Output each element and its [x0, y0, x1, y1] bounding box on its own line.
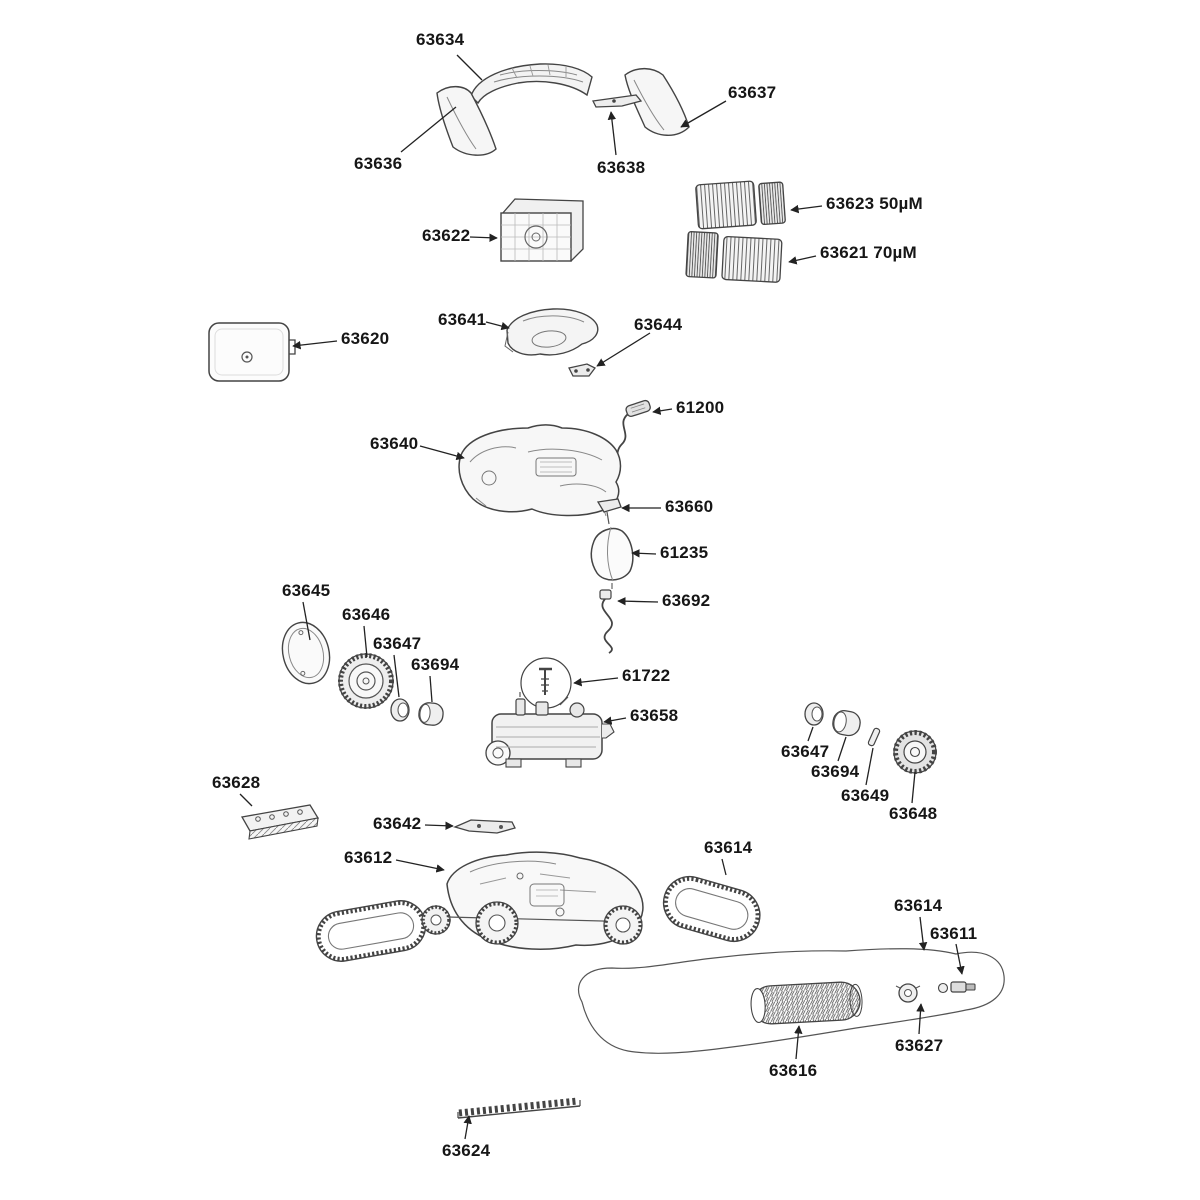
part-63642-latch-bar — [453, 819, 516, 834]
leader-line-63644 — [596, 332, 651, 367]
leader-line-63622 — [469, 233, 498, 242]
leader-line-63611 — [955, 943, 965, 975]
leader-line-63627 — [916, 1003, 925, 1035]
leader-line-63612 — [395, 859, 445, 873]
leader-line-63647 — [393, 654, 400, 698]
leader-line-63616 — [794, 1025, 803, 1060]
part-63649-pin — [867, 727, 881, 747]
leader-line-63640 — [419, 445, 465, 461]
part-63638-bracket — [592, 94, 643, 108]
part-63640-body-housing — [458, 424, 622, 517]
leader-line-63645 — [302, 601, 311, 641]
leader-line-61200 — [652, 406, 673, 415]
part-63624-rack-strip — [457, 1097, 581, 1119]
leader-line-63623 — [790, 204, 823, 214]
leader-line-63694 — [429, 675, 433, 703]
part-61722-screw — [520, 657, 572, 709]
leader-line-63658 — [603, 716, 627, 725]
leader-line-63634 — [456, 54, 483, 81]
leader-line-63641 — [485, 321, 510, 331]
part-63636-left-side-panel — [436, 85, 497, 156]
part-63648-drive-pulley — [893, 730, 937, 774]
leader-line-61235 — [631, 549, 657, 558]
part-63634-top-cover — [470, 63, 593, 105]
leader-line-63642 — [424, 821, 454, 830]
part-63645-ring-plate — [281, 621, 331, 685]
leader-line-63649 — [865, 747, 874, 786]
part-63614-track — [662, 875, 761, 943]
part-63694-sleeve-right — [832, 710, 861, 737]
part-63612-chassis-assembly — [315, 851, 644, 962]
part-63646-track-gear — [338, 653, 394, 709]
part-63621-filter-screen-70um — [685, 231, 783, 283]
leader-lines — [239, 54, 965, 1140]
part-63658-motor-unit — [485, 692, 615, 768]
part-63641-top-bracket — [504, 308, 599, 356]
part-63611-axle-bolt — [937, 981, 976, 994]
leader-line-63628 — [239, 793, 253, 807]
part-63623-filter-screen-50um — [695, 180, 786, 230]
leader-line-63621 — [788, 255, 817, 265]
leader-line-63638 — [607, 111, 617, 156]
leader-line-63647 — [807, 726, 814, 742]
part-63622-filter-basket — [500, 198, 584, 262]
part-63628-brush-strip — [240, 804, 320, 840]
leader-line-63614 — [918, 916, 928, 951]
leader-line-63637 — [680, 100, 727, 128]
part-63627-bearing — [895, 983, 921, 1003]
leader-line-63694 — [837, 736, 847, 762]
leader-line-63646 — [363, 625, 368, 658]
part-63616-brush-roller — [750, 981, 863, 1025]
part-61235-handle-float — [590, 526, 634, 589]
leader-line-61722 — [573, 677, 619, 687]
part-63660-connector — [596, 498, 622, 525]
part-63644-clip — [568, 363, 596, 377]
leader-line-63636 — [400, 106, 457, 153]
part-63694-sleeve-left — [418, 702, 444, 726]
part-63647-bushing-right — [804, 702, 824, 726]
part-63692-cord — [599, 589, 613, 654]
part-63620-side-plate — [208, 322, 296, 382]
leader-line-63614 — [721, 858, 727, 876]
leader-line-63624 — [463, 1115, 472, 1140]
leader-line-63620 — [292, 340, 338, 350]
part-63647-bushing-left — [390, 698, 410, 722]
leader-line-63648 — [911, 771, 916, 804]
leader-line-63692 — [617, 596, 659, 606]
